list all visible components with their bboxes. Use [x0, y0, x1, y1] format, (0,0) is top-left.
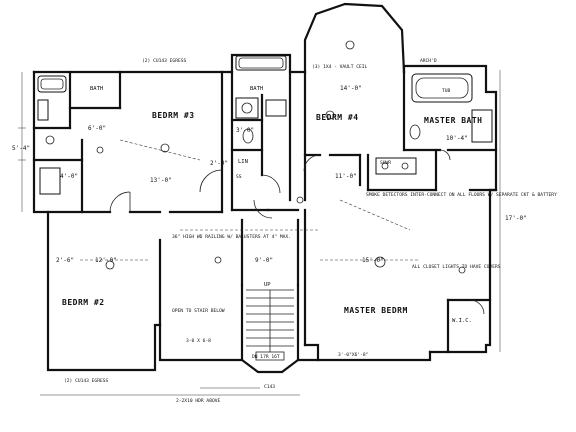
dim-text-1: 13'-0" [150, 177, 172, 184]
door-swings [109, 149, 485, 315]
dim-text-8: 2'-6" [56, 257, 74, 264]
note-arched: ARCH'D [420, 58, 437, 64]
dim-text-10: 5'-4" [12, 145, 30, 152]
dim-text-2: 12'-0" [95, 257, 117, 264]
label-tub: TUB [442, 88, 451, 94]
electrical-symbols [96, 40, 466, 274]
dim-text-5: 11'-0" [335, 173, 357, 180]
exterior-walls [32, 2, 498, 374]
note-header: 2-2X10 HDR ABOVE [176, 398, 220, 404]
room-label-bedroom-4: BEDRM #4 [316, 113, 359, 122]
bath-fixtures [37, 55, 493, 195]
note-smoke-detectors: SMOKE DETECTORS INTER-CONNECT ON ALL FLO… [366, 192, 557, 198]
dim-text-9: 6'-0" [88, 125, 106, 132]
stair-treads [246, 289, 294, 361]
note-egress-bottom: (2) CU143 EGRESS [64, 378, 108, 384]
dim-text-13: 2'-0" [210, 160, 228, 167]
label-shower: SHWR [380, 160, 391, 166]
note-ss: SS [236, 174, 242, 180]
note-railing: 36" HIGH WD RAILING W/ BALUSTERS AT 4" M… [172, 234, 291, 240]
note-closet-lights: ALL CLOSET LIGHTS TO HAVE COVERS [412, 264, 501, 270]
room-label-bedroom-2: BEDRM #2 [62, 298, 105, 307]
note-vault-ceiling: (3) 1X4 - VAULT CEIL [312, 64, 368, 70]
room-label-walk-in-closet: W.I.C. [452, 318, 472, 324]
label-open-to-stair: OPEN TO STAIR BELOW [172, 308, 225, 314]
dim-text-3: 15'-0" [362, 257, 384, 264]
interior-walls [32, 70, 498, 354]
room-label-bath-left: BATH [90, 86, 103, 92]
dim-text-7: 3'-0" [236, 127, 254, 134]
dimension-lines [18, 70, 501, 396]
note-stair-down: DN 17R 16T [252, 354, 280, 360]
dim-text-11: 4'-0" [60, 173, 78, 180]
room-label-master-bedroom: MASTER BEDRM [344, 306, 408, 315]
dim-text-12: 9'-0" [255, 257, 273, 264]
room-label-bedroom-3: BEDRM #3 [152, 111, 195, 120]
dim-text-6: 10'-4" [446, 135, 468, 142]
room-label-bath-center: BATH [250, 86, 263, 92]
note-ceiling-height: 3-0 X 6-8 [186, 338, 211, 344]
dim-text-4: 14'-0" [340, 85, 362, 92]
room-label-master-bath: MASTER BATH [424, 116, 482, 125]
note-stair-up: UP [264, 282, 271, 288]
room-label-linen: LIN [238, 159, 248, 165]
note-window-code: C143 [264, 384, 275, 390]
dim-text-14: 17'-0" [505, 215, 527, 222]
note-window-size: 3'-0"X6'-8" [338, 352, 368, 358]
note-egress-top: (2) CU143 EGRESS [142, 58, 186, 64]
